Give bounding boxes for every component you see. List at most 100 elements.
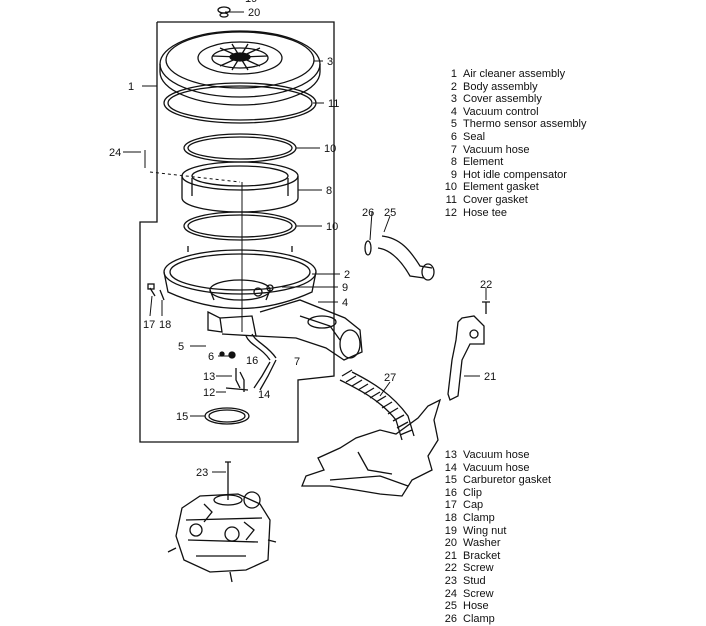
legend-item-number: 24 [444, 587, 457, 600]
wing-nut-part [217, 6, 231, 18]
body-assembly-part [163, 246, 363, 361]
legend-item-number: 15 [444, 474, 457, 487]
legend-item-label: Bracket [463, 549, 501, 562]
legend-item-number: 1 [450, 68, 457, 80]
legend-item-number: 20 [444, 537, 457, 550]
legend-item: 18 Clamp [440, 512, 551, 525]
carburetor-part [167, 461, 277, 583]
callout-10-upper: 10 [324, 143, 336, 155]
legend-item-number: 10 [444, 181, 457, 194]
legend-item-label: Vacuum control [463, 105, 539, 118]
callout-14: 14 [258, 389, 270, 401]
callout-10-lower: 10 [326, 221, 338, 233]
legend-item-label: Air cleaner assembly [463, 68, 566, 80]
vacuum-hose-7-part [245, 333, 277, 361]
legend-item: 8 Element [440, 156, 587, 169]
legend-item: 1 Air cleaner assembly [440, 68, 587, 81]
hose-25-part [377, 235, 433, 279]
legend-item-label: Hose tee [463, 206, 508, 219]
legend-item-number: 25 [444, 600, 457, 613]
callout-4: 4 [342, 297, 348, 309]
legend-item-number: 23 [444, 574, 457, 587]
callout-24: 24 [109, 147, 121, 159]
element-gasket-upper-part [183, 133, 297, 163]
legend-item-label: Stud [463, 574, 486, 587]
callout-16: 16 [246, 355, 258, 367]
legend-item: 26 Clamp [440, 613, 551, 626]
legend-item: 24 Screw [440, 588, 551, 601]
legend-item-label: Carburetor gasket [463, 474, 552, 487]
legend-item-number: 8 [450, 156, 457, 169]
legend-item-number: 11 [445, 193, 457, 206]
legend-item-label: Cover gasket [463, 193, 528, 206]
element-gasket-lower-part [183, 211, 297, 241]
legend-item: 17 Cap [440, 499, 551, 512]
callout-3: 3 [327, 56, 333, 68]
legend-item-number: 7 [450, 143, 457, 156]
legend-item-label: Clamp [463, 511, 495, 524]
callout-6: 6 [208, 351, 214, 363]
legend-item-label: Clamp [463, 612, 495, 625]
legend-item-label: Clip [463, 486, 482, 499]
legend-item: 2 Body assembly [440, 81, 587, 94]
legend-item: 20 Washer [440, 537, 551, 550]
callout-9: 9 [342, 282, 348, 294]
legend-item-number: 6 [450, 130, 457, 143]
legend-item-number: 26 [444, 612, 457, 625]
callout-23: 23 [196, 467, 208, 479]
bracket-part [447, 315, 485, 401]
legend-item: 23 Stud [440, 575, 551, 588]
callout-2: 2 [344, 269, 350, 281]
legend-item-number: 21 [444, 549, 457, 562]
legend-item-label: Vacuum hose [463, 461, 530, 474]
callout-25: 25 [384, 207, 396, 219]
callout-15: 15 [176, 411, 188, 423]
callout-13: 13 [203, 371, 215, 383]
legend-item-number: 17 [444, 499, 457, 512]
legend-item-number: 9 [450, 168, 457, 181]
legend-item: 5 Thermo sensor assembly [440, 118, 587, 131]
callout-8: 8 [326, 185, 332, 197]
legend-item-label: Thermo sensor assembly [463, 118, 587, 131]
callout-17: 17 [143, 319, 155, 331]
legend-item-number: 5 [450, 118, 457, 131]
assembly-outline [139, 21, 335, 443]
legend-item: 11 Cover gasket [440, 194, 587, 207]
legend-item-label: Wing nut [463, 524, 507, 537]
cover-assembly-part [159, 30, 321, 106]
legend-item: 25 Hose [440, 600, 551, 613]
element-part [181, 161, 299, 213]
legend-item-number: 13 [444, 449, 457, 461]
callout-11: 11 [328, 98, 339, 110]
legend-item-label: Body assembly [463, 80, 538, 93]
clamp-26-part [364, 240, 372, 256]
callout-12: 12 [203, 387, 215, 399]
legend-item-label: Cap [463, 499, 484, 512]
legend-item-label: Washer [463, 537, 501, 550]
legend-item-label: Hose [463, 600, 489, 613]
legend-item-number: 2 [450, 80, 457, 93]
legend-item-label: Element [463, 156, 504, 169]
legend-item-number: 3 [450, 93, 457, 106]
legend-item-number: 18 [444, 511, 457, 524]
legend-item: 21 Bracket [440, 550, 551, 563]
legend-item: 4 Vacuum control [440, 106, 587, 119]
callout-22: 22 [480, 279, 492, 291]
intake-housing-part [301, 398, 442, 497]
cover-gasket-part [163, 82, 317, 124]
callout-27: 27 [384, 372, 396, 384]
legend-item-label: Screw [463, 587, 494, 600]
callout-21: 21 [484, 371, 496, 383]
legend-item-number: 4 [450, 105, 457, 118]
legend-item-number: 22 [444, 562, 457, 575]
